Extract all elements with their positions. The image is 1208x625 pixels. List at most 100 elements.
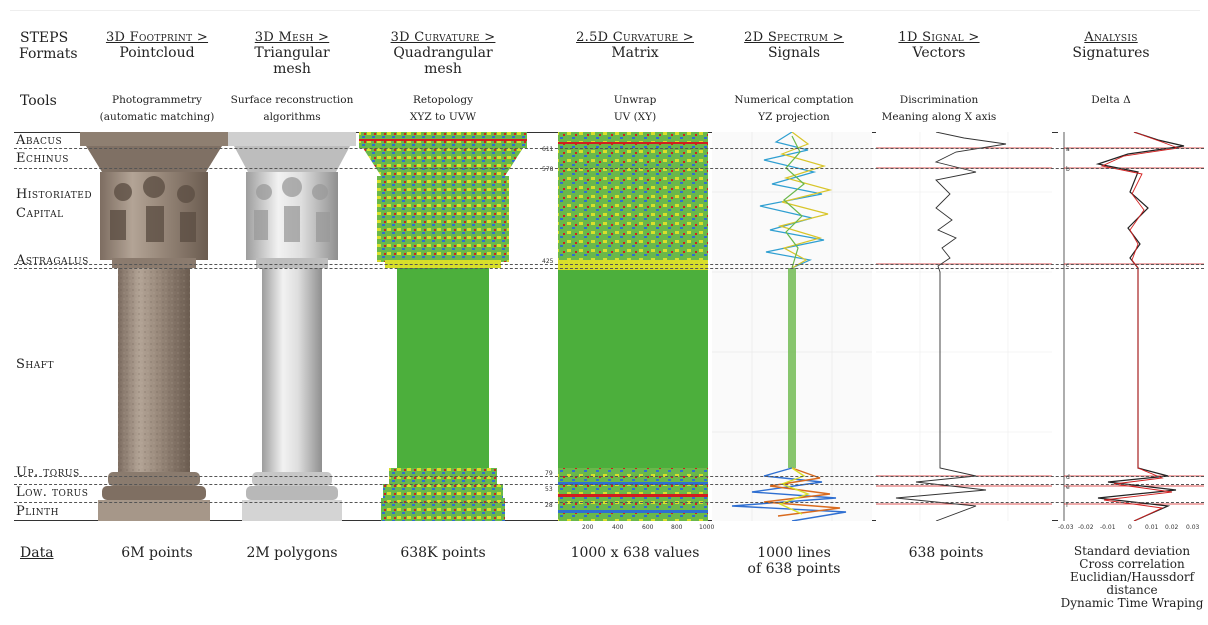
signature-letter: f: [1066, 502, 1069, 509]
matrix-y-tick: 79: [545, 470, 553, 477]
matrix-x-tick: 200: [582, 524, 594, 531]
tools-curvature-25d: Unwrap UV (XY): [555, 92, 715, 126]
tool-line: XYZ to UVW: [409, 111, 477, 123]
tools-footprint: Photogrammetry (automatic matching): [77, 92, 237, 126]
steps-label: STEPS: [20, 30, 69, 46]
analysis-x-tick: -0.03: [1058, 524, 1074, 531]
tools-curvature-3d: Retopology XYZ to UVW: [363, 92, 523, 126]
data-line: 2M polygons: [246, 545, 338, 561]
step-title: 3D Mesh >: [254, 30, 330, 45]
step-title: 2D Spectrum >: [744, 30, 844, 45]
analysis-x-tick: -0.01: [1100, 524, 1116, 531]
data-line: 638K points: [400, 545, 486, 561]
data-line: Standard deviation: [1073, 544, 1191, 558]
data-analysis: Standard deviation Cross correlation Euc…: [1057, 545, 1207, 610]
step-title: 1D Signal >: [898, 30, 980, 45]
column-header-footprint: 3D Footprint > Pointcloud: [77, 30, 237, 61]
curvature-3d-column-image: [359, 132, 527, 521]
tool-line: Delta Δ: [1091, 94, 1131, 106]
tools-label: Tools: [20, 93, 57, 109]
tool-line: algorithms: [263, 111, 321, 123]
analysis-x-tick: 0.03: [1186, 524, 1200, 531]
tool-line: Retopology: [412, 94, 474, 106]
matrix-x-tick: 600: [642, 524, 654, 531]
row-label-shaft: Shaft: [16, 357, 55, 372]
mesh-column-image: [228, 132, 356, 521]
data-curvature-3d: 638K points: [368, 545, 518, 561]
data-line: 1000 x 638 values: [570, 545, 700, 561]
data-line: Cross correlation: [1079, 557, 1185, 571]
analysis-signature-plot: [1058, 132, 1204, 521]
step-title: 2.5D Curvature >: [576, 30, 694, 45]
format-line: Pointcloud: [119, 45, 195, 61]
analysis-x-tick: 0.01: [1145, 524, 1159, 531]
analysis-x-tick: 0: [1128, 524, 1132, 531]
row-separator: [14, 476, 1204, 477]
top-rule: [10, 10, 1200, 11]
signature-letter: e: [1066, 484, 1070, 491]
row-separator: [14, 268, 1204, 269]
row-label-low-torus: Low. torus: [16, 485, 89, 500]
matrix-x-tick: 400: [612, 524, 624, 531]
data-signal: 638 points: [871, 545, 1021, 561]
matrix-x-tick: 800: [671, 524, 683, 531]
row-label-abacus: Abacus: [16, 133, 63, 148]
row-label-echinus: Echinus: [16, 151, 69, 166]
data-spectrum: 1000 lines of 638 points: [719, 545, 869, 577]
row-label-historiated: Historiated: [16, 187, 93, 202]
matrix-y-tick: 611: [542, 146, 554, 153]
step-title: 3D Curvature >: [390, 30, 496, 45]
spectrum-plot: [712, 132, 872, 521]
tool-line: (automatic matching): [99, 111, 215, 123]
tool-line: Unwrap: [613, 94, 657, 106]
row-label-plinth: Plinth: [16, 504, 60, 519]
format-line: Matrix: [611, 45, 659, 61]
tool-line: Numerical comptation: [734, 94, 854, 106]
column-header-mesh: 3D Mesh > Triangular mesh: [212, 30, 372, 77]
tools-mesh: Surface reconstruction algorithms: [212, 92, 372, 126]
data-footprint: 6M points: [82, 545, 232, 561]
curvature-matrix-image: [558, 132, 708, 521]
tool-line: Surface reconstruction: [230, 94, 354, 106]
column-header-curvature-3d: 3D Curvature > Quadrangular mesh: [363, 30, 523, 77]
format-line: Quadrangular: [393, 45, 493, 61]
tool-line: Photogrammetry: [112, 94, 202, 106]
format-line: Signatures: [1072, 45, 1150, 61]
format-line: Triangular: [254, 45, 330, 61]
tool-line: YZ projection: [758, 111, 830, 123]
row-separator: [14, 148, 1204, 149]
row-separator: [14, 168, 1204, 169]
data-line: distance: [1106, 583, 1158, 597]
data-line: of 638 points: [747, 561, 841, 577]
signature-letter: a: [1066, 146, 1070, 153]
matrix-y-tick: 53: [545, 486, 553, 493]
row-label-astragalus: Astragalus: [16, 253, 89, 268]
signature-letter: c: [1066, 262, 1070, 269]
format-line: mesh: [273, 61, 311, 77]
row-separator: [14, 264, 1204, 265]
format-line: mesh: [424, 61, 462, 77]
row-label-capital: Capital: [16, 206, 64, 221]
data-curvature-25d: 1000 x 638 values: [560, 545, 710, 561]
pointcloud-column-image: [80, 132, 228, 521]
column-header-signal: 1D Signal > Vectors: [859, 30, 1019, 61]
data-mesh: 2M polygons: [217, 545, 367, 561]
data-line: 6M points: [121, 545, 193, 561]
matrix-x-tick: 1000: [699, 524, 715, 531]
data-line: 638 points: [908, 545, 984, 561]
data-line: Dynamic Time Wraping: [1060, 596, 1204, 610]
matrix-y-tick: 28: [545, 502, 553, 509]
tool-line: UV (XY): [613, 111, 657, 123]
tools-signal: Discrimination Meaning along X axis: [859, 92, 1019, 126]
column-header-spectrum: 2D Spectrum > Signals: [714, 30, 874, 61]
signature-letter: b: [1066, 166, 1070, 173]
matrix-y-tick: 578: [542, 166, 554, 173]
column-header-curvature-25d: 2.5D Curvature > Matrix: [555, 30, 715, 61]
signature-letter: d: [1066, 474, 1070, 481]
step-title: 3D Footprint >: [105, 30, 209, 45]
tool-line: Meaning along X axis: [881, 111, 997, 123]
format-line: Vectors: [912, 45, 966, 61]
formats-label: Formats: [19, 46, 78, 62]
row-separator: [14, 502, 1204, 503]
signal-plot: [876, 132, 1052, 521]
